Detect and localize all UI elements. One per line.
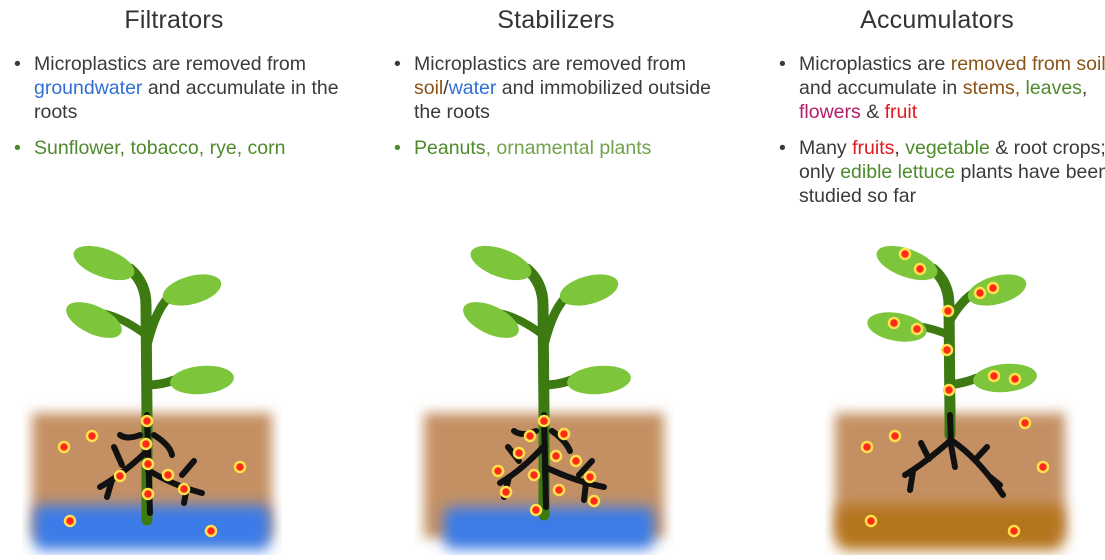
plant-illustration-stabilizer	[414, 235, 674, 555]
plant-illustration-filtrator	[22, 235, 282, 555]
column-title: Accumulators	[753, 6, 1105, 35]
column-stabilizers: Stabilizers Microplastics are removed fr…	[380, 0, 748, 560]
column-filtrators: Filtrators Microplastics are removed fro…	[0, 0, 368, 560]
leaf	[556, 269, 621, 312]
leaf	[169, 363, 235, 396]
bullet-list: Microplastics are removed from groundwat…	[12, 52, 352, 172]
leaf	[69, 239, 139, 287]
leaf	[566, 363, 632, 396]
bullet-item: Microplastics are removed from soil and …	[777, 52, 1105, 124]
bullet-item: Many fruits, vegetable & root crops; onl…	[777, 136, 1105, 208]
leaf	[61, 295, 127, 346]
bullet-item: Microplastics are removed from soil/wate…	[392, 52, 732, 124]
bullet-item: Sunflower, tobacco, rye, corn	[12, 136, 352, 160]
leaf	[872, 239, 942, 287]
plant-illustration-accumulator	[825, 235, 1085, 555]
leaf	[458, 295, 524, 346]
column-title: Filtrators	[0, 6, 358, 35]
wet-soil-layer	[837, 505, 1063, 550]
leaf	[466, 239, 536, 287]
bullet-item: Peanuts, ornamental plants	[392, 136, 732, 160]
column-accumulators: Accumulators Microplastics are removed f…	[765, 0, 1105, 560]
leaf	[972, 361, 1038, 394]
bullet-item: Microplastics are removed from groundwat…	[12, 52, 352, 124]
bullet-list: Microplastics are removed from soil/wate…	[392, 52, 732, 172]
leaf	[159, 269, 224, 312]
bullet-list: Microplastics are removed from soil and …	[777, 52, 1105, 220]
column-title: Stabilizers	[372, 6, 740, 35]
